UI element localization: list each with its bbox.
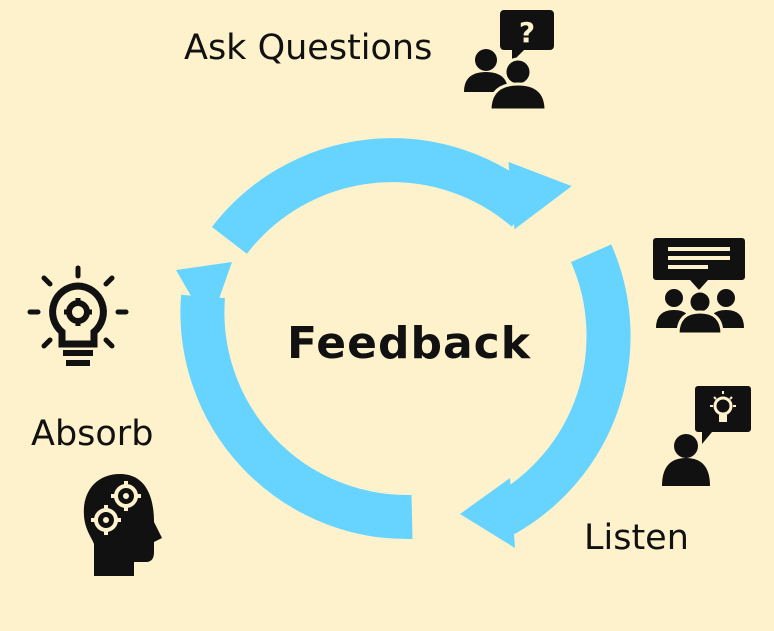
lightbulb-gear-icon — [27, 265, 129, 366]
arrow-listen — [460, 244, 631, 548]
person-idea-speech-icon — [662, 386, 751, 486]
arrow-ask-questions — [211, 138, 572, 255]
svg-text:?: ? — [519, 16, 535, 49]
center-label: Feedback — [287, 318, 531, 369]
question-speech-users-icon: ? — [464, 10, 554, 110]
ask-questions-label: Ask Questions — [184, 28, 433, 68]
head-gears-icon — [83, 474, 162, 576]
arrow-absorb — [176, 262, 413, 540]
presentation-audience-icon — [653, 238, 745, 334]
listen-label: Listen — [584, 518, 689, 558]
absorb-label: Absorb — [31, 414, 154, 454]
